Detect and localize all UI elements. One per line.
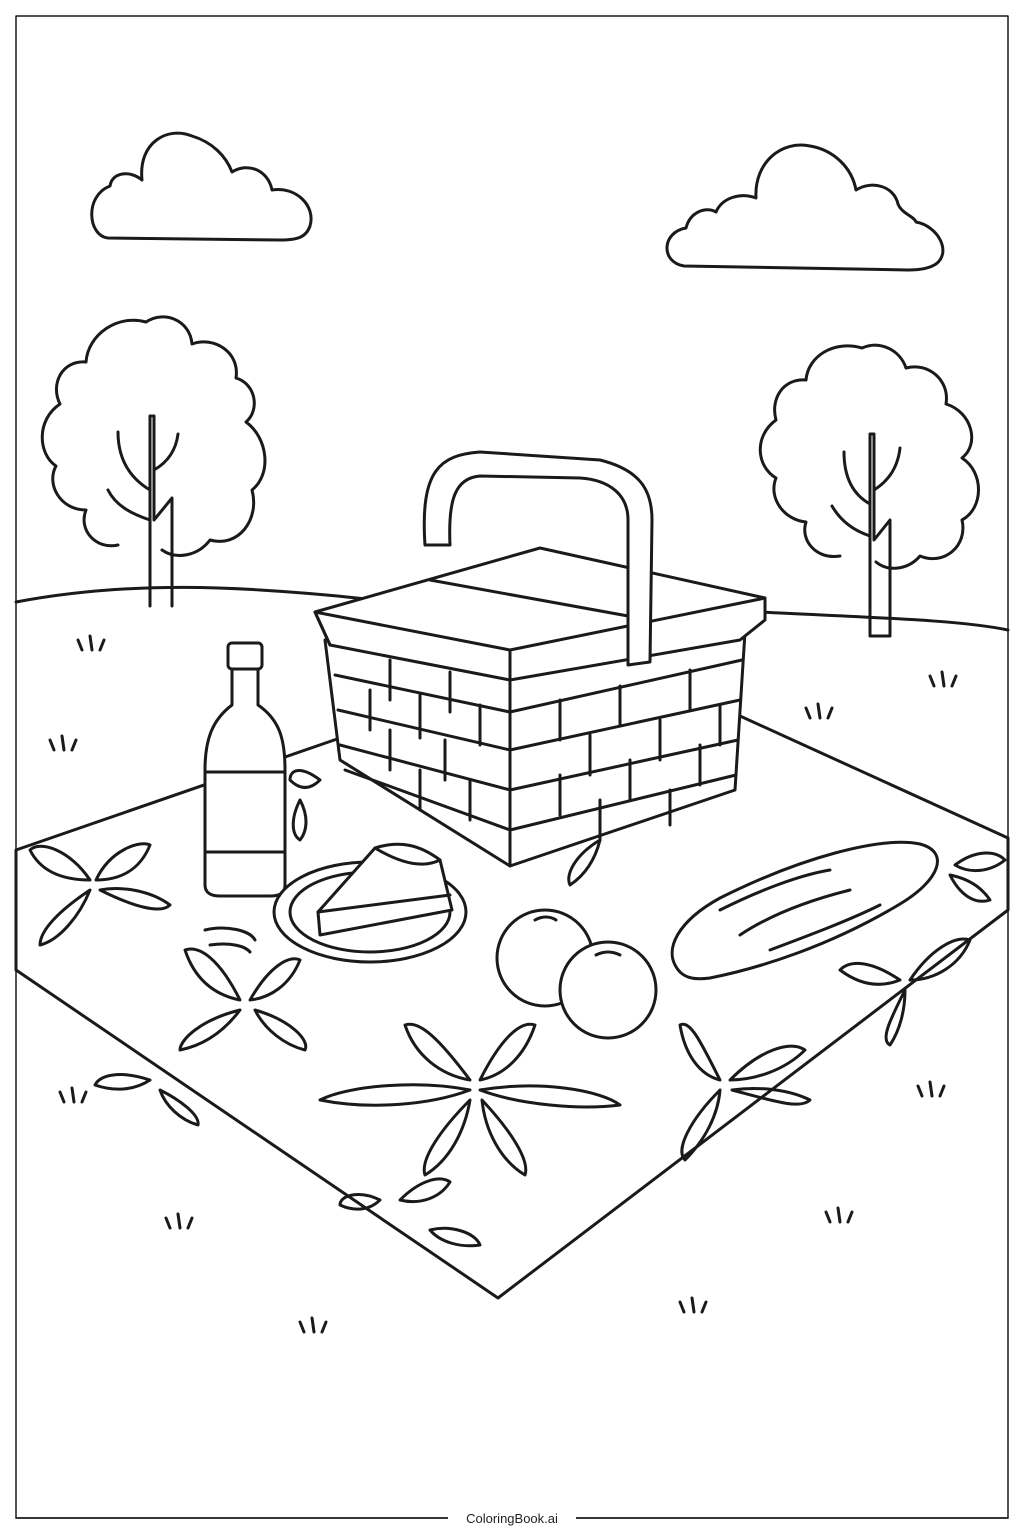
oranges [495, 908, 658, 1040]
plate-with-pie [272, 842, 468, 964]
brand-watermark: ColoringBook.ai [448, 1511, 576, 1526]
cloud-right [665, 143, 945, 272]
bottle [203, 641, 287, 898]
cloud-left [90, 131, 313, 242]
tree-left [40, 315, 267, 608]
picnic-basket [313, 450, 767, 868]
tree-right [758, 343, 980, 638]
baguette [670, 840, 939, 981]
footer: ColoringBook.ai [0, 1511, 1024, 1526]
grass-tufts [48, 634, 958, 1334]
